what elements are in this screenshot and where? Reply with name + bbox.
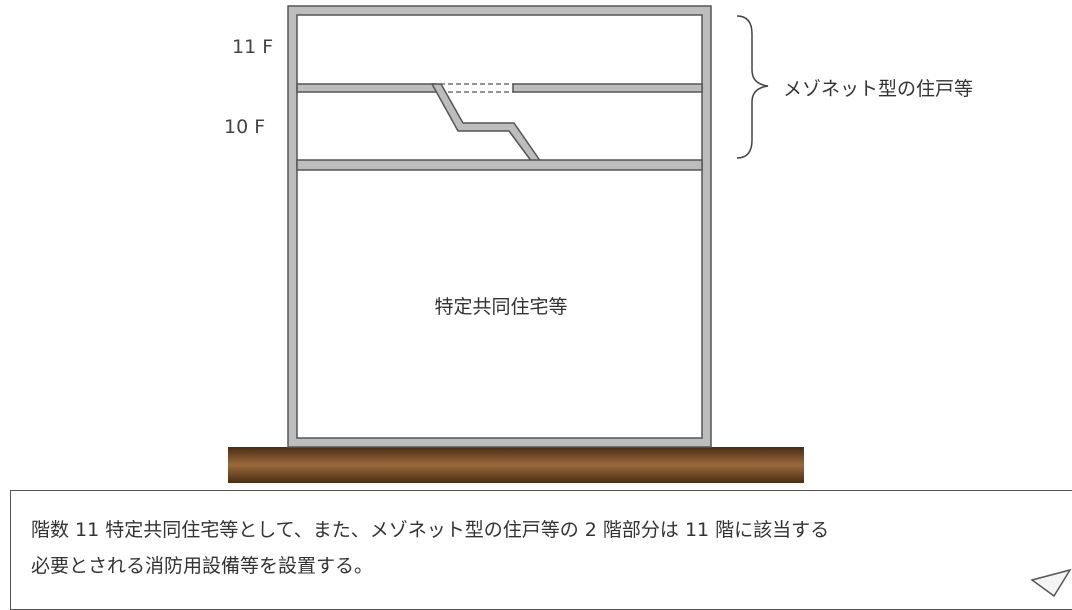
page-curl-icon [1030,568,1072,597]
note-line-2: 必要とされる消防用設備等を設置する。 [31,555,374,577]
maisonette-brace [736,15,769,159]
ground [228,447,804,483]
note-box: 階数 11 特定共同住宅等として、また、メゾネット型の住戸等の 2 階部分は 1… [10,490,1072,610]
maisonette-label: メゾネット型の住戸等 [783,78,974,100]
slab-11f-right [512,83,703,93]
floor-label-11f: 11 F [232,36,274,58]
slab-11f-left [296,83,437,93]
slab-10f [296,159,703,171]
floor-label-10f: 10 F [224,116,266,138]
building-label: 特定共同住宅等 [434,296,568,318]
note-line-1: 階数 11 特定共同住宅等として、また、メゾネット型の住戸等の 2 階部分は 1… [31,519,830,541]
building-cross-section [228,5,804,483]
stair-opening-dashed [440,83,513,93]
outer-wall [287,5,712,448]
